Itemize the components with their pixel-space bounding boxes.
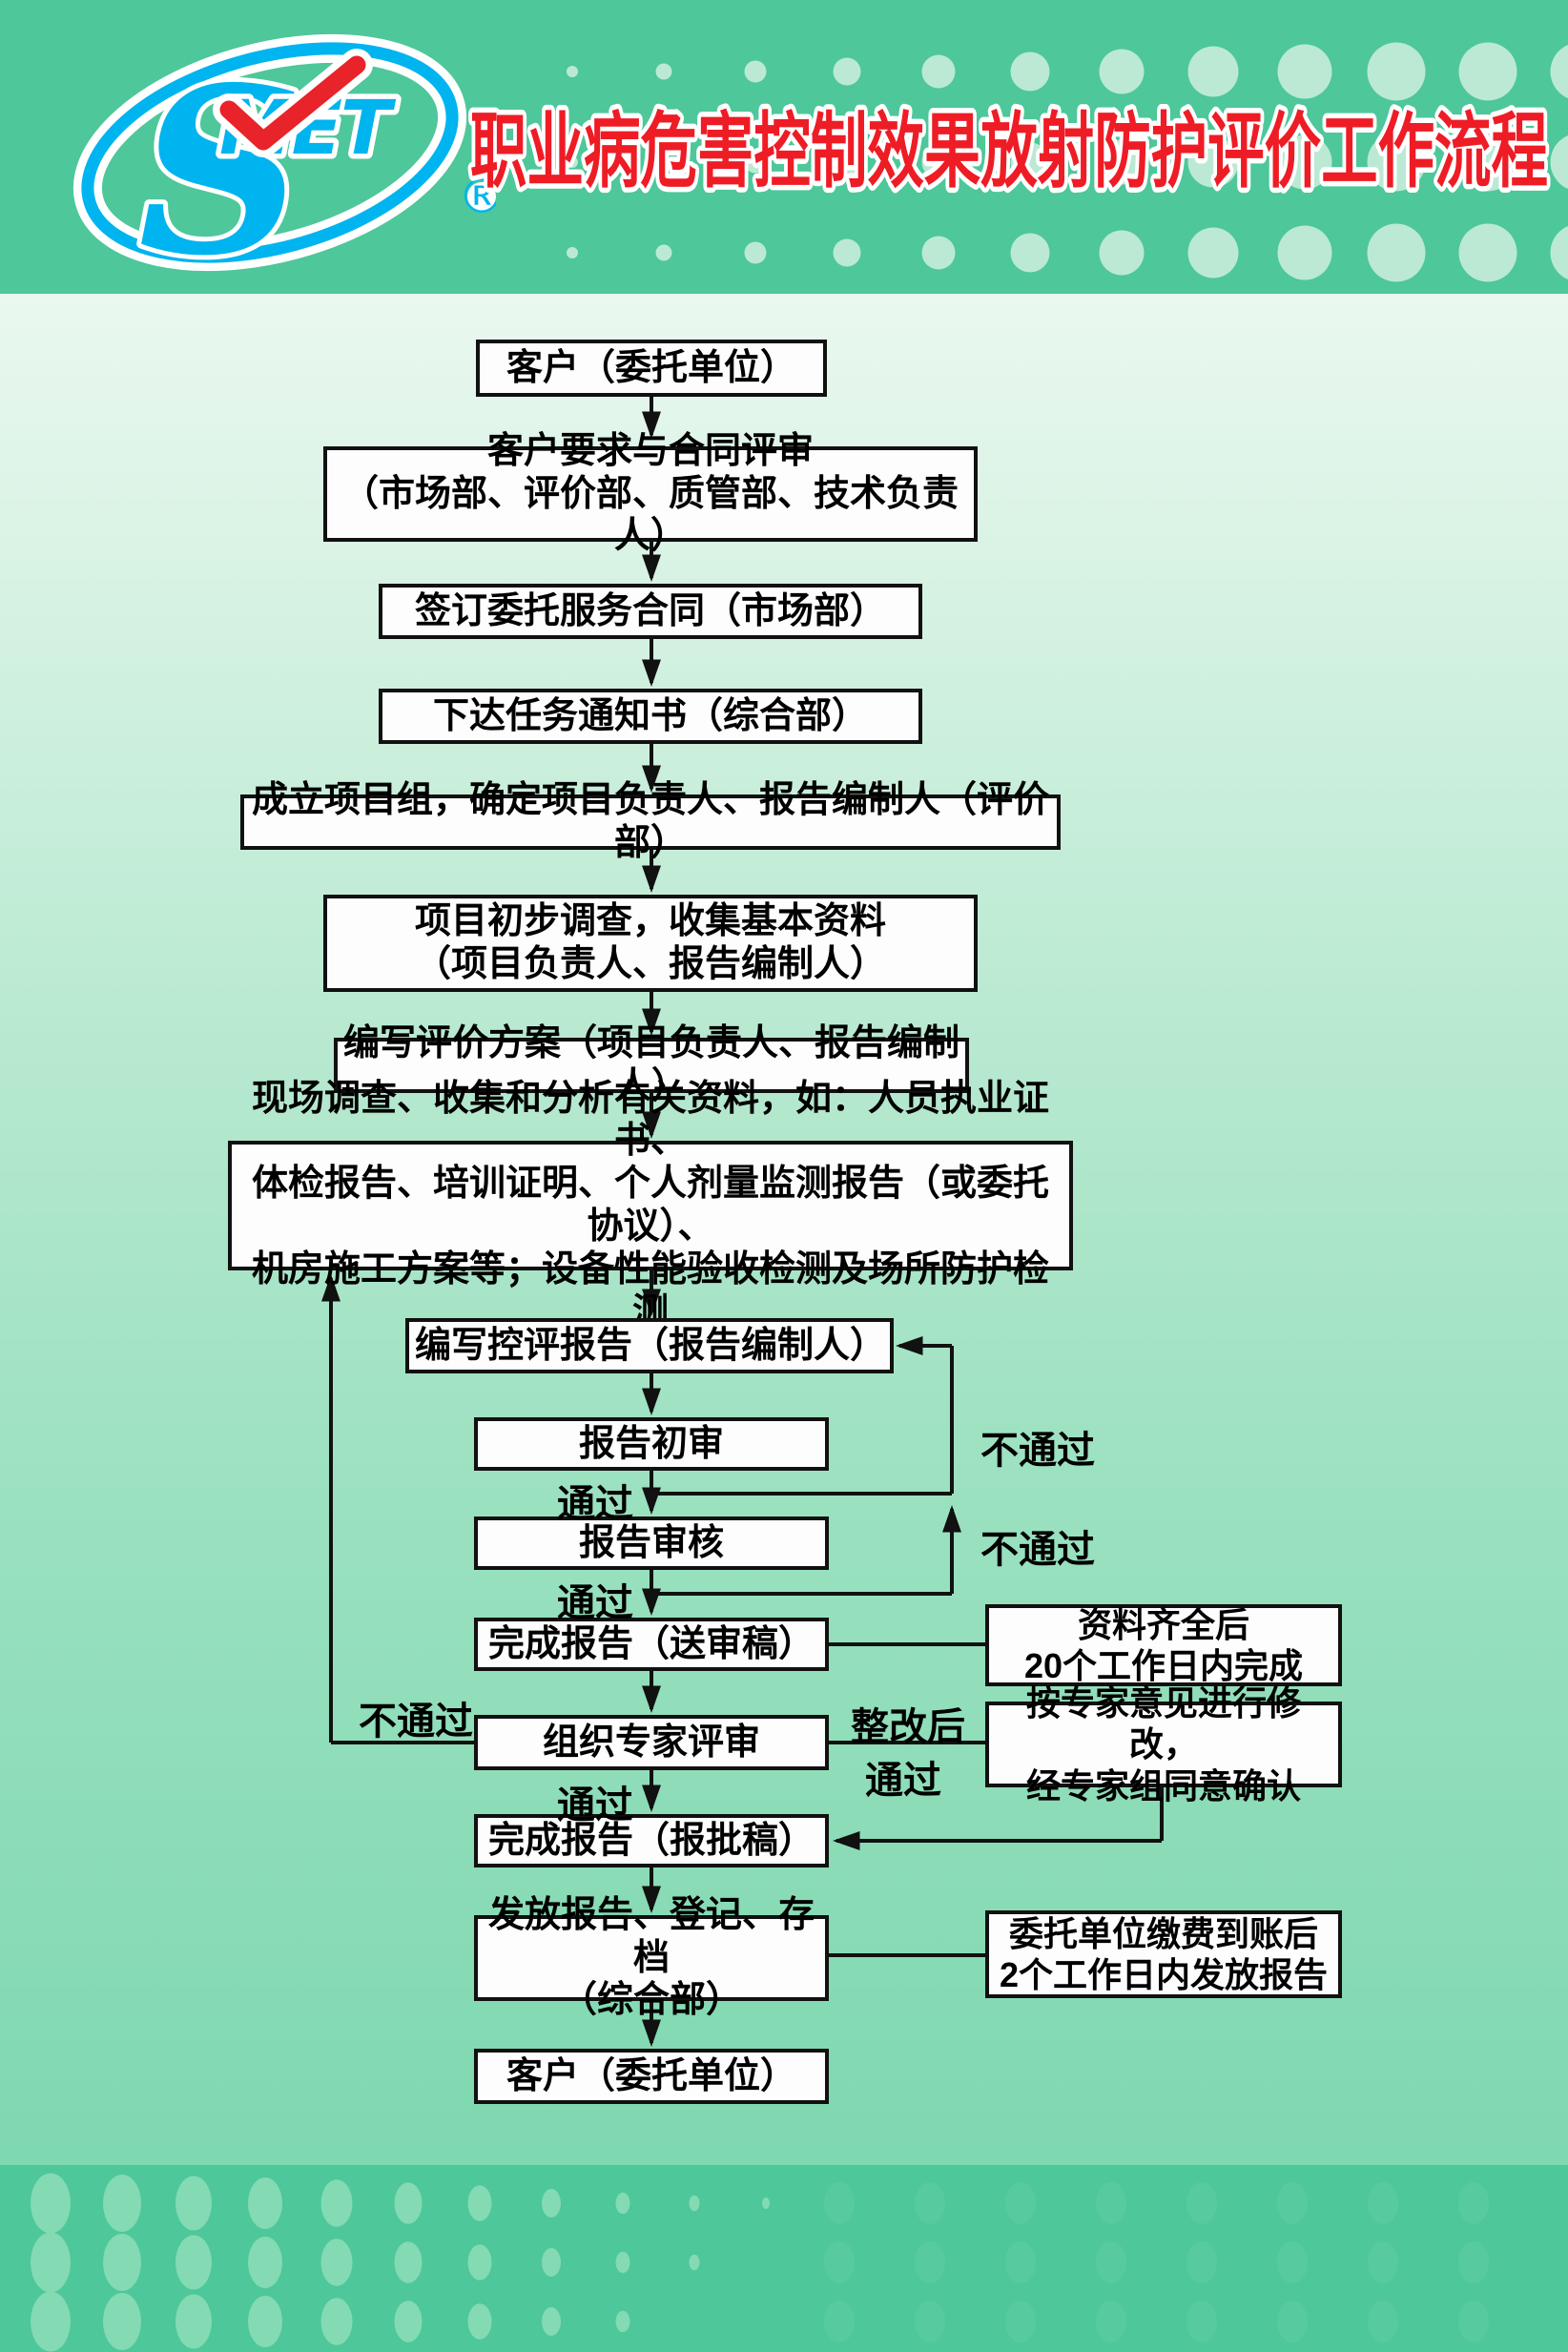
- logo-letter-s: S: [138, 37, 303, 294]
- step-task-notice: 下达任务通知书（综合部）: [379, 689, 922, 744]
- bottom-dots-pattern: [31, 2173, 1489, 2352]
- edge-label-fail-expert: 不通过: [359, 1701, 473, 1743]
- step-client-start: 客户（委托单位）: [476, 340, 827, 397]
- step-issue-report-archive: 发放报告、登记、存档 （综合部）: [474, 1895, 829, 2020]
- step-report-check: 报告审核: [474, 1516, 829, 1570]
- poster-title: 职业病危害控制效果放射防护评价工作流程: [465, 99, 1554, 205]
- step-site-survey-collect: 现场调查、收集和分析有关资料，如：人员执业证书、 体检报告、培训证明、个人剂量监…: [228, 1079, 1073, 1332]
- note-20-workdays: 资料齐全后 20个工作日内完成: [985, 1604, 1342, 1686]
- bottom-band: [0, 2165, 1568, 2352]
- header-band: S MET ® 职业病危害控制效果放射防护评价工作流程: [0, 0, 1568, 294]
- step-client-end: 客户（委托单位）: [474, 2049, 829, 2104]
- flow-connectors: [321, 397, 1164, 2047]
- header-dots-pattern: [567, 42, 1568, 282]
- edge-label-fail-first-review: 不通过: [980, 1430, 1095, 1472]
- step-preliminary-survey: 项目初步调查，收集基本资料 （项目负责人、报告编制人）: [323, 895, 978, 992]
- step-sign-contract: 签订委托服务合同（市场部）: [379, 584, 922, 639]
- note-2-workdays-issue: 委托单位缴费到账后 2个工作日内发放报告: [985, 1910, 1342, 1998]
- company-logo: S MET ®: [72, 32, 496, 294]
- edge-label-pass-first-review: 通过: [557, 1483, 633, 1525]
- edge-label-fail-review: 不通过: [980, 1529, 1095, 1571]
- logo-registered-mark: ®: [458, 169, 496, 224]
- step-write-eval-plan: 编写评价方案（项目负责人、报告编制人）: [334, 1023, 969, 1106]
- logo-check-icon: [219, 55, 366, 151]
- step-write-control-report: 编写控评报告（报告编制人）: [405, 1318, 894, 1373]
- step-report-first-review: 报告初审: [474, 1417, 829, 1471]
- flowchart: 客户（委托单位） 客户要求与合同评审 （市场部、评价部、质管部、技术负责人） 签…: [0, 294, 1568, 2165]
- step-finish-report-final: 完成报告（报批稿）: [474, 1814, 829, 1867]
- poster-title-text: 职业病危害控制效果放射防护评价工作流程: [470, 104, 1548, 199]
- step-expert-review: 组织专家评审: [474, 1715, 829, 1770]
- step-form-project-team: 成立项目组，确定项目负责人、报告编制人（评价部）: [240, 780, 1061, 863]
- edge-label-rectified-pass: 通过: [865, 1760, 941, 1802]
- logo-registered-disc: [467, 182, 496, 211]
- logo-ring: [81, 42, 459, 263]
- edge-label-pass-review: 通过: [557, 1582, 633, 1624]
- note-expert-revision: 按专家意见进行修改， 经专家组同意确认: [985, 1683, 1342, 1805]
- edge-label-pass-expert: 通过: [557, 1785, 633, 1826]
- edge-label-after-rectification: 整改后: [851, 1706, 965, 1748]
- step-finish-report-draft: 完成报告（送审稿）: [474, 1618, 829, 1671]
- step-contract-review: 客户要求与合同评审 （市场部、评价部、质管部、技术负责人）: [323, 431, 978, 556]
